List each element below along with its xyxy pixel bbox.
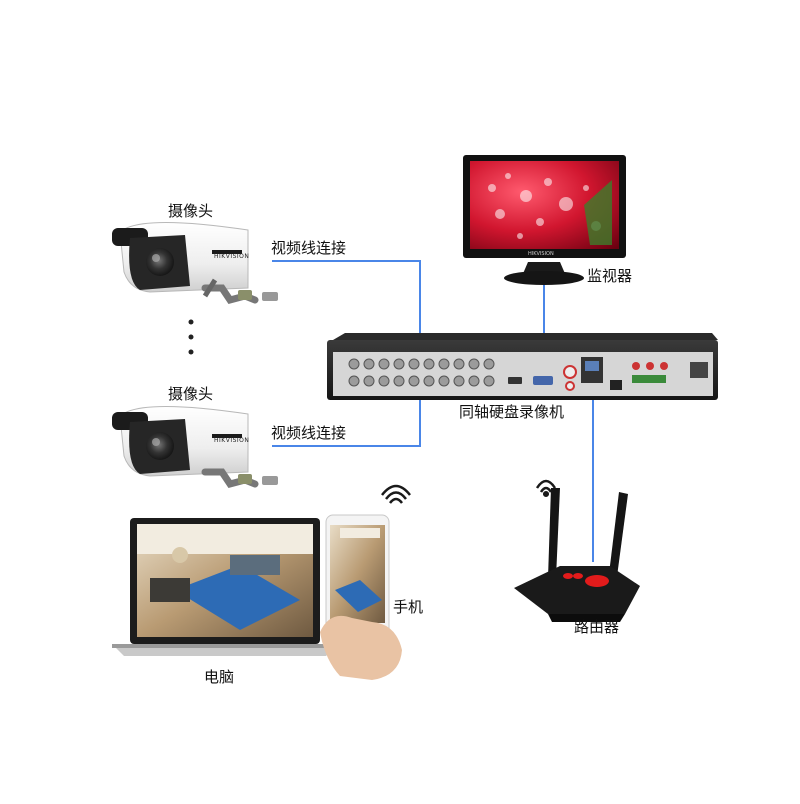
router-label: 路由器 bbox=[574, 618, 620, 636]
camera-top-label: 摄像头 bbox=[168, 202, 214, 220]
camera-brand-logo-bottom: HIKVISION bbox=[214, 437, 250, 444]
wifi-icon bbox=[535, 479, 557, 498]
dvr-label: 同轴硬盘录像机 bbox=[459, 403, 565, 421]
camera-bottom bbox=[112, 406, 278, 489]
more-cameras-dots bbox=[188, 319, 194, 355]
computer-label: 电脑 bbox=[204, 668, 235, 686]
phone-label: 手机 bbox=[393, 598, 424, 616]
camera-brand-logo-top: HIKVISION bbox=[214, 253, 250, 260]
video-cable-bottom-label: 视频线连接 bbox=[271, 424, 347, 442]
router bbox=[514, 479, 640, 622]
phone-wifi-icon bbox=[381, 484, 411, 504]
dvr bbox=[327, 333, 718, 400]
monitor-brand-logo: HIKVISION bbox=[528, 251, 554, 257]
camera-bottom-label: 摄像头 bbox=[168, 385, 214, 403]
monitor bbox=[463, 155, 626, 285]
camera-top bbox=[112, 222, 278, 305]
monitor-label: 监视器 bbox=[587, 267, 633, 285]
laptop bbox=[112, 518, 338, 656]
phone bbox=[320, 484, 411, 680]
video-cable-top-label: 视频线连接 bbox=[271, 239, 347, 257]
cable-camera-bottom bbox=[272, 380, 421, 447]
bnc-ports bbox=[348, 358, 495, 387]
